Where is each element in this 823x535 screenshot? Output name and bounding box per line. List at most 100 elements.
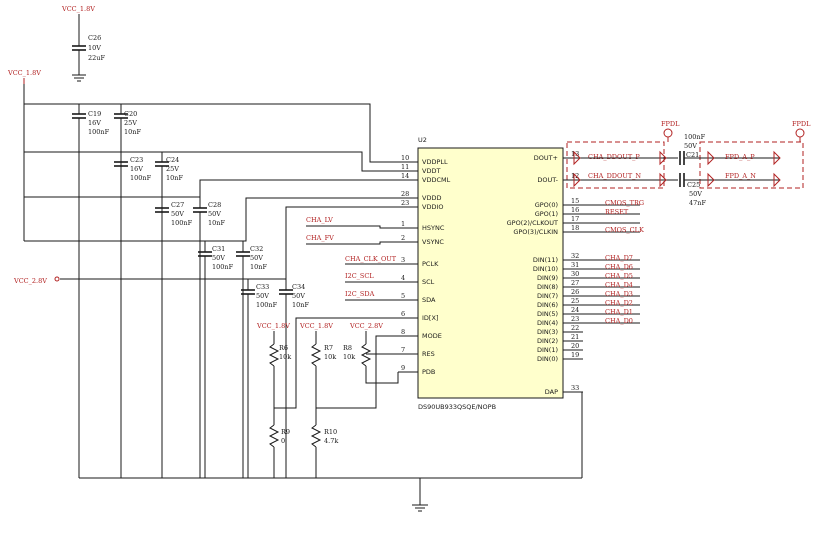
c31-value: 100nF: [212, 263, 234, 271]
pin-name: DIN(1): [537, 346, 558, 354]
pin-name: DIN(5): [537, 310, 558, 318]
pin-number: 11: [401, 163, 409, 171]
pin-number: 27: [571, 279, 579, 287]
c19-ref: C19: [88, 110, 101, 118]
pin-name: GPO(0): [535, 201, 558, 209]
r6-value: 10k: [279, 353, 291, 361]
pin-number: 17: [571, 215, 579, 223]
c24-voltage: 25V: [166, 165, 179, 173]
pin-name: DIN(11): [533, 256, 558, 264]
c34-value: 10nF: [292, 301, 309, 309]
pin-number: 20: [571, 342, 579, 350]
pin-number: 28: [401, 190, 409, 198]
c27-voltage: 50V: [171, 210, 184, 218]
c24-ref: C24: [166, 156, 179, 164]
r8-ref: R8: [343, 344, 352, 352]
net-cha-ddout-n: CHA_DDOUT_N: [588, 172, 641, 180]
c27-ref: C27: [171, 201, 184, 209]
net-cha-d6: CHA_D6: [605, 263, 633, 271]
pin-number: 9: [401, 364, 405, 372]
r10-value: 4.7k: [324, 437, 338, 445]
c19-c20-group: C19 16V 100nF C20 25V 10nF: [72, 104, 141, 478]
c20-ref: C20: [124, 110, 137, 118]
c23-ref: C23: [130, 156, 143, 164]
pin-number: 14: [401, 172, 409, 180]
pin-number: 10: [401, 154, 409, 162]
pin-name: VDDCML: [422, 176, 451, 184]
ground-bus: [79, 392, 583, 512]
pin-number: 33: [571, 384, 579, 392]
c28-ref: C28: [208, 201, 221, 209]
net-cha-lv: CHA_LV: [306, 216, 333, 224]
pin-name: GPO(2)/CLKOUT: [507, 219, 558, 227]
r9-value: 0: [281, 437, 285, 445]
pin-number: 8: [401, 328, 405, 336]
pin-name: HSYNC: [422, 224, 445, 232]
c27-value: 100nF: [171, 219, 193, 227]
pin-name: VDDT: [422, 167, 440, 175]
pin-number: 25: [571, 297, 579, 305]
pin-name: ID[X]: [422, 314, 438, 322]
net-cha-d2: CHA_D2: [605, 299, 633, 307]
ground-icon: [412, 504, 428, 512]
pin-number: 18: [571, 224, 579, 232]
pin-number: 13: [571, 150, 579, 158]
pin-number: 6: [401, 310, 405, 318]
rail-vddt: [24, 151, 398, 172]
pin-number: 21: [571, 333, 579, 341]
net-i2c-scl: I2C_SCL: [345, 272, 374, 280]
r6-ref: R6: [279, 344, 288, 352]
c24-value: 10nF: [166, 174, 183, 182]
c33-value: 100nF: [256, 301, 278, 309]
net-cha-d0: CHA_D0: [605, 317, 633, 325]
pin-number: 23: [401, 199, 409, 207]
net-cha-clk-out: CHA_CLK_OUT: [345, 255, 397, 263]
c27-c28-group: C27 50V 100nF C28 50V 10nF: [155, 197, 225, 478]
ic-body: [417, 147, 564, 399]
pin-number: 19: [571, 351, 579, 359]
pin-name: PDB: [422, 368, 435, 376]
c28-voltage: 50V: [208, 210, 221, 218]
pin-name: SCL: [422, 278, 435, 286]
rail-vddio: [60, 206, 398, 280]
test-point-icon: [663, 128, 673, 138]
rail-vddcml: [24, 179, 398, 198]
r7-value: 10k: [324, 353, 336, 361]
r10-ref: R10: [324, 428, 337, 436]
net-cha-d4: CHA_D4: [605, 281, 633, 289]
pin-number: 32: [571, 252, 579, 260]
pin-name: MODE: [422, 332, 442, 340]
pin-number: 5: [401, 292, 405, 300]
pin-number: 30: [571, 270, 579, 278]
c23-voltage: 16V: [130, 165, 143, 173]
c21-ref: C21: [686, 151, 699, 159]
pin-number: 1: [401, 220, 405, 228]
c21-voltage: 50V: [684, 142, 697, 150]
c32-ref: C32: [250, 245, 263, 253]
net-cha-fv: CHA_FV: [306, 234, 334, 242]
c33-c34-group: VCC_2.8V C33 50V 100nF C34 50V 10nF: [13, 276, 309, 478]
pin-name: DIN(0): [537, 355, 558, 363]
pin-number: 3: [401, 256, 405, 264]
c32-value: 10nF: [250, 263, 267, 271]
pin-number: 24: [571, 306, 579, 314]
pin-number: 4: [401, 274, 405, 282]
c19-voltage: 16V: [88, 119, 101, 127]
net-fpd-a-p: FPD_A_P: [725, 153, 755, 161]
c31-c32-group: C31 50V 100nF C32 50V 10nF: [198, 241, 267, 478]
